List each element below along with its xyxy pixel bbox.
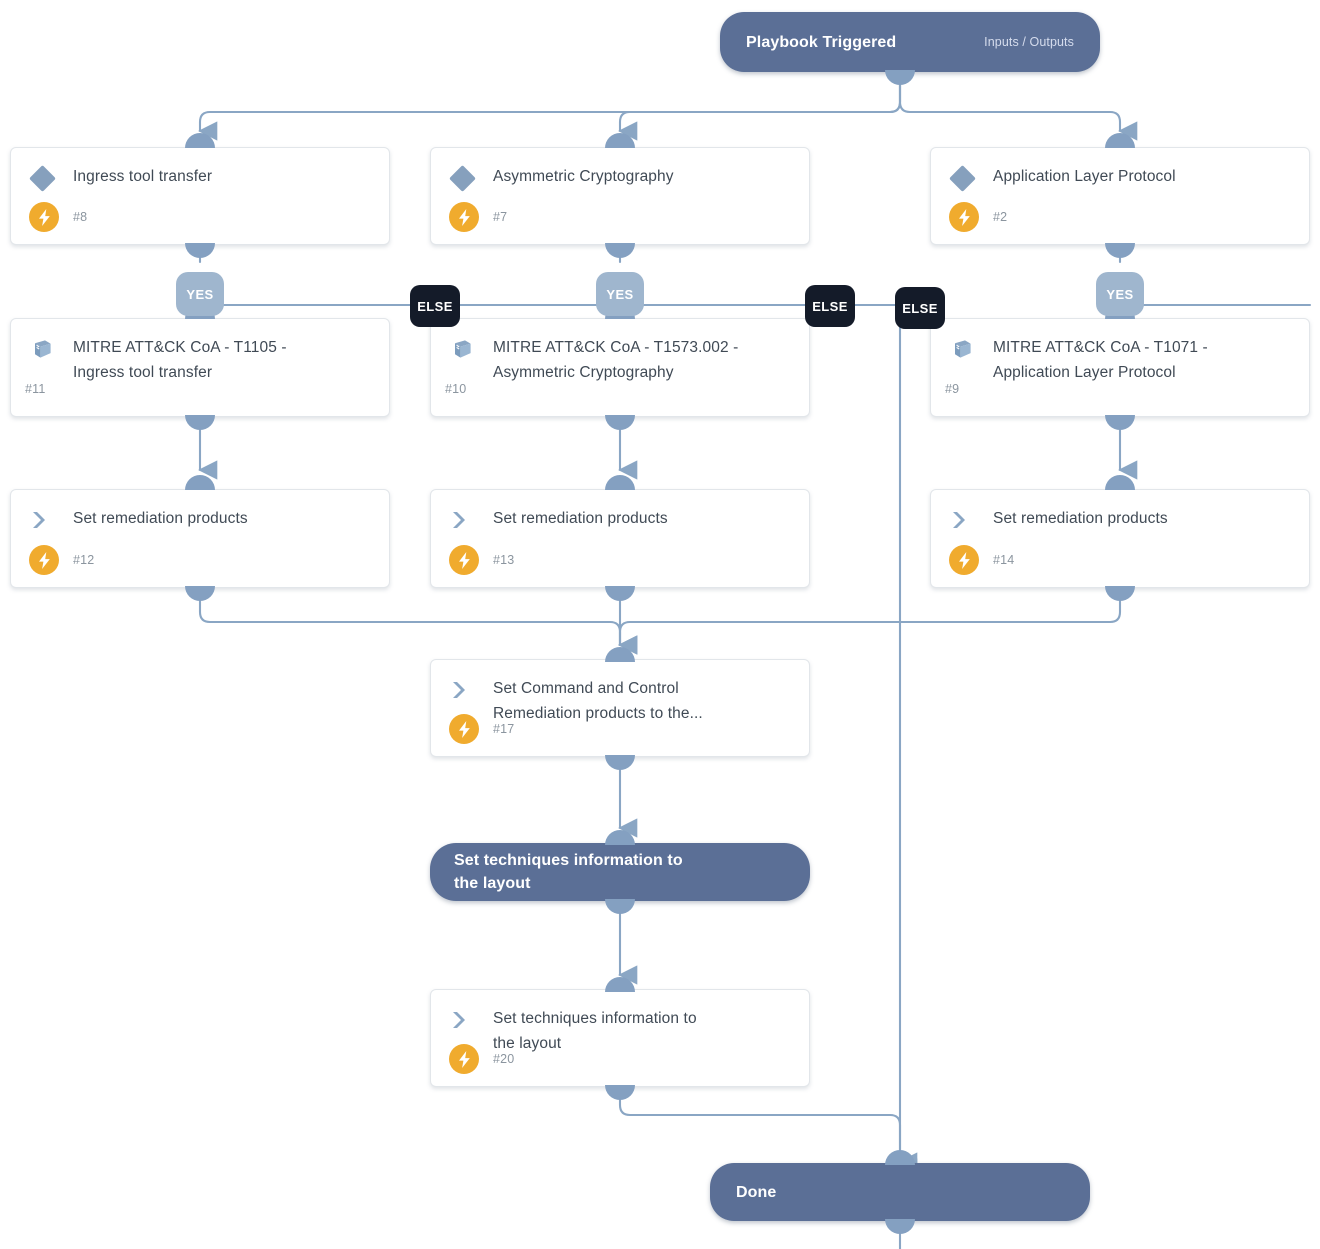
condition-diamond-icon: [25, 163, 59, 193]
task-node-set-techniques-information-layout[interactable]: Set techniques information to the layout…: [430, 989, 810, 1087]
node-id: #8: [73, 210, 88, 224]
automation-bolt-icon: [949, 545, 979, 575]
trigger-inputs-outputs-link[interactable]: Inputs / Outputs: [984, 35, 1074, 49]
node-title: Set remediation products: [993, 510, 1168, 527]
subplaybook-3-output-port[interactable]: [1105, 415, 1135, 430]
remediation-1-output-port[interactable]: [185, 586, 215, 601]
node-title: Set Command and Control Remediation prod…: [493, 680, 703, 722]
task-chevron-icon: [25, 505, 59, 535]
node-title: MITRE ATT&CK CoA - T1071 - Application L…: [993, 339, 1208, 381]
sub-playbook-book-icon: [445, 334, 479, 364]
edge-rem1-to-merge: [198, 586, 638, 655]
task-chevron-icon: [445, 1005, 479, 1035]
subplaybook-2-output-port[interactable]: [605, 415, 635, 430]
merge-task-input-port[interactable]: [605, 647, 635, 662]
automation-bolt-icon: [449, 714, 479, 744]
edge-trigger-to-cond3: [898, 76, 1138, 141]
node-id: #13: [493, 553, 515, 567]
node-id: #7: [493, 210, 508, 224]
remediation-2-output-port[interactable]: [605, 586, 635, 601]
node-id: #9: [945, 382, 960, 396]
automation-bolt-icon: [29, 202, 59, 232]
task-chevron-icon: [445, 505, 479, 535]
trigger-title: Playbook Triggered: [746, 33, 897, 51]
task-node-set-remediation-products-12[interactable]: Set remediation products #12: [10, 489, 390, 588]
done-title: Done: [736, 1183, 777, 1201]
remediation-2-input-port[interactable]: [605, 475, 635, 490]
trigger-output-port[interactable]: [885, 70, 915, 85]
node-id: #20: [493, 1052, 515, 1066]
edge-trigger-to-cond1: [198, 76, 902, 141]
node-title: MITRE ATT&CK CoA - T1105 - Ingress tool …: [73, 339, 287, 381]
branch-label-else-2[interactable]: ELSE: [805, 285, 855, 327]
node-title: Set remediation products: [73, 510, 248, 527]
node-id: #10: [445, 382, 467, 396]
sub-playbook-book-icon: [25, 334, 59, 364]
task-chevron-icon: [445, 675, 479, 705]
node-title: Set remediation products: [493, 510, 668, 527]
node-id: #2: [993, 210, 1008, 224]
condition-node-application-layer-protocol[interactable]: Application Layer Protocol #2: [930, 147, 1310, 245]
branch-label-else-1[interactable]: ELSE: [410, 285, 460, 327]
section-input-port[interactable]: [605, 830, 635, 845]
remediation-3-input-port[interactable]: [1105, 475, 1135, 490]
condition-1-input-port[interactable]: [185, 133, 215, 148]
node-title: Ingress tool transfer: [73, 168, 213, 185]
section-title: Set techniques information to the layout: [454, 852, 683, 892]
node-title: Set techniques information to the layout: [493, 1010, 697, 1052]
node-title: Asymmetric Cryptography: [493, 168, 674, 185]
condition-3-output-port[interactable]: [1105, 243, 1135, 258]
branch-label-yes-3[interactable]: YES: [1096, 272, 1144, 316]
remediation-3-output-port[interactable]: [1105, 586, 1135, 601]
automation-bolt-icon: [29, 545, 59, 575]
section-output-port[interactable]: [605, 899, 635, 914]
layout-task-output-port[interactable]: [605, 1085, 635, 1100]
condition-diamond-icon: [945, 163, 979, 193]
task-node-set-remediation-products-14[interactable]: Set remediation products #14: [930, 489, 1310, 588]
node-id: #11: [25, 382, 46, 396]
edge-layout-to-done: [618, 1085, 918, 1172]
condition-2-output-port[interactable]: [605, 243, 635, 258]
edge-rem3-to-merge: [618, 586, 1122, 655]
automation-bolt-icon: [449, 1044, 479, 1074]
condition-3-input-port[interactable]: [1105, 133, 1135, 148]
node-title: Application Layer Protocol: [993, 168, 1176, 185]
subplaybook-node-t1573-002[interactable]: MITRE ATT&CK CoA - T1573.002 - Asymmetri…: [430, 318, 810, 417]
section-node-set-techniques-information[interactable]: Set techniques information to the layout: [430, 843, 810, 901]
automation-bolt-icon: [949, 202, 979, 232]
merge-task-output-port[interactable]: [605, 755, 635, 770]
subplaybook-node-t1071[interactable]: MITRE ATT&CK CoA - T1071 - Application L…: [930, 318, 1310, 417]
remediation-1-input-port[interactable]: [185, 475, 215, 490]
node-id: #14: [993, 553, 1015, 567]
task-node-set-command-and-control-remediation[interactable]: Set Command and Control Remediation prod…: [430, 659, 810, 757]
task-chevron-icon: [945, 505, 979, 535]
layout-task-input-port[interactable]: [605, 977, 635, 992]
subplaybook-1-output-port[interactable]: [185, 415, 215, 430]
done-input-port[interactable]: [885, 1150, 915, 1165]
condition-node-ingress-tool-transfer[interactable]: Ingress tool transfer #8: [10, 147, 390, 245]
sub-playbook-book-icon: [945, 334, 979, 364]
automation-bolt-icon: [449, 202, 479, 232]
branch-label-else-3[interactable]: ELSE: [895, 287, 945, 329]
branch-label-yes-1[interactable]: YES: [176, 272, 224, 316]
done-output-port[interactable]: [885, 1219, 915, 1234]
node-id: #12: [73, 553, 95, 567]
condition-2-input-port[interactable]: [605, 133, 635, 148]
node-id: #17: [493, 722, 515, 736]
subplaybook-node-t1105[interactable]: MITRE ATT&CK CoA - T1105 - Ingress tool …: [10, 318, 390, 417]
condition-1-output-port[interactable]: [185, 243, 215, 258]
edge-trigger-to-cond2: [618, 76, 902, 141]
node-title: MITRE ATT&CK CoA - T1573.002 - Asymmetri…: [493, 339, 739, 381]
task-node-set-remediation-products-13[interactable]: Set remediation products #13: [430, 489, 810, 588]
branch-label-yes-2[interactable]: YES: [596, 272, 644, 316]
automation-bolt-icon: [449, 545, 479, 575]
condition-node-asymmetric-cryptography[interactable]: Asymmetric Cryptography #7: [430, 147, 810, 245]
playbook-trigger-node[interactable]: Playbook Triggered Inputs / Outputs: [720, 12, 1100, 72]
condition-diamond-icon: [445, 163, 479, 193]
done-node[interactable]: Done: [710, 1163, 1090, 1221]
